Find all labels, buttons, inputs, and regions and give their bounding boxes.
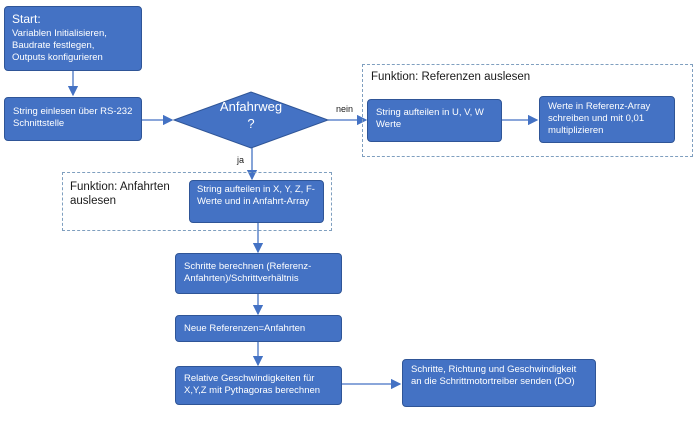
function-frame-referenzen (362, 64, 693, 157)
start-line: Outputs konfigurieren (12, 52, 103, 63)
decision-line-2: ? (247, 116, 255, 131)
function-title-referenzen: Funktion: Referenzen auslesen (371, 71, 531, 83)
start-box: Start: Variablen Initialisieren, Baudrat… (4, 6, 142, 71)
start-line: Variablen Initialisieren, (12, 28, 107, 39)
function-title-anfahrten: Funktion: Anfahrten auslesen (70, 181, 170, 207)
split-uvw-box: String aufteilen in U, V, W Werte (367, 99, 502, 142)
start-title: Start: (12, 12, 41, 26)
read-string-box: String einlesen über RS-232 Schnittstell… (4, 97, 142, 141)
decision-line-1: Anfahrweg (219, 99, 283, 114)
store-reference-box: Werte in Referenz-Array schreiben und mi… (539, 96, 675, 143)
label-ja: ja (237, 155, 245, 165)
new-references-box: Neue Referenzen=Anfahrten (175, 315, 342, 342)
send-to-drivers-box: Schritte, Richtung und Geschwindigkeit a… (402, 359, 596, 407)
calc-speeds-box: Relative Geschwindigkeiten für X,Y,Z mit… (175, 366, 342, 405)
label-nein: nein (336, 104, 354, 114)
function-frame-anfahrten (62, 172, 332, 231)
start-line: Baudrate festlegen, (12, 40, 95, 51)
calc-steps-box: Schritte berechnen (Referenz-Anfahrten)/… (175, 253, 342, 294)
split-xyzf-box: String aufteilen in X, Y, Z, F-Werte und… (189, 180, 324, 223)
decision-diamond (172, 91, 330, 149)
decision-text: Anfahrweg ? (176, 98, 326, 150)
